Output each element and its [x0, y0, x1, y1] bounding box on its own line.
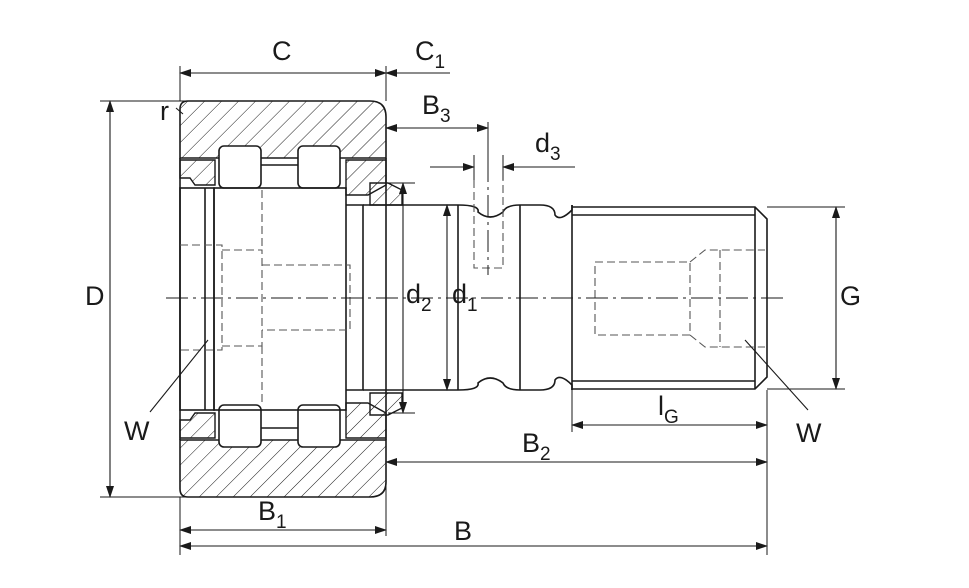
roller-bottom-left [218, 404, 262, 448]
label-lG: lG [658, 391, 679, 428]
label-B2: B2 [522, 428, 551, 465]
roller-bottom-right [297, 404, 341, 448]
leader-r [175, 107, 184, 115]
label-W-right: W [796, 418, 822, 448]
roller-top-right [297, 145, 341, 189]
label-B1: B1 [258, 496, 287, 533]
label-W-left: W [124, 416, 150, 446]
rollers [218, 145, 341, 448]
label-G: G [840, 281, 861, 311]
outer-ring [179, 100, 387, 498]
hidden-lines [180, 180, 765, 405]
leader-W-left [149, 339, 209, 413]
stud-head [179, 187, 347, 411]
label-C1: C1 [415, 36, 445, 73]
side-washers [179, 159, 403, 439]
dimension-lines [106, 69, 840, 550]
label-C: C [272, 36, 292, 66]
label-d1: d1 [452, 279, 478, 316]
label-D: D [85, 281, 105, 311]
center-lines [166, 160, 785, 299]
label-d2: d2 [406, 279, 432, 316]
outer-ring-top-section [179, 100, 387, 159]
roller-top-left [218, 145, 262, 189]
dimension-labels: C C1 r B3 d3 D d2 d1 G W W lG B2 B1 B [85, 36, 861, 546]
outer-ring-bottom-section [179, 439, 387, 498]
label-d3: d3 [535, 128, 561, 165]
label-B3: B3 [422, 90, 451, 127]
leader-W-right [744, 339, 809, 411]
label-B: B [454, 516, 472, 546]
label-r: r [160, 96, 169, 126]
